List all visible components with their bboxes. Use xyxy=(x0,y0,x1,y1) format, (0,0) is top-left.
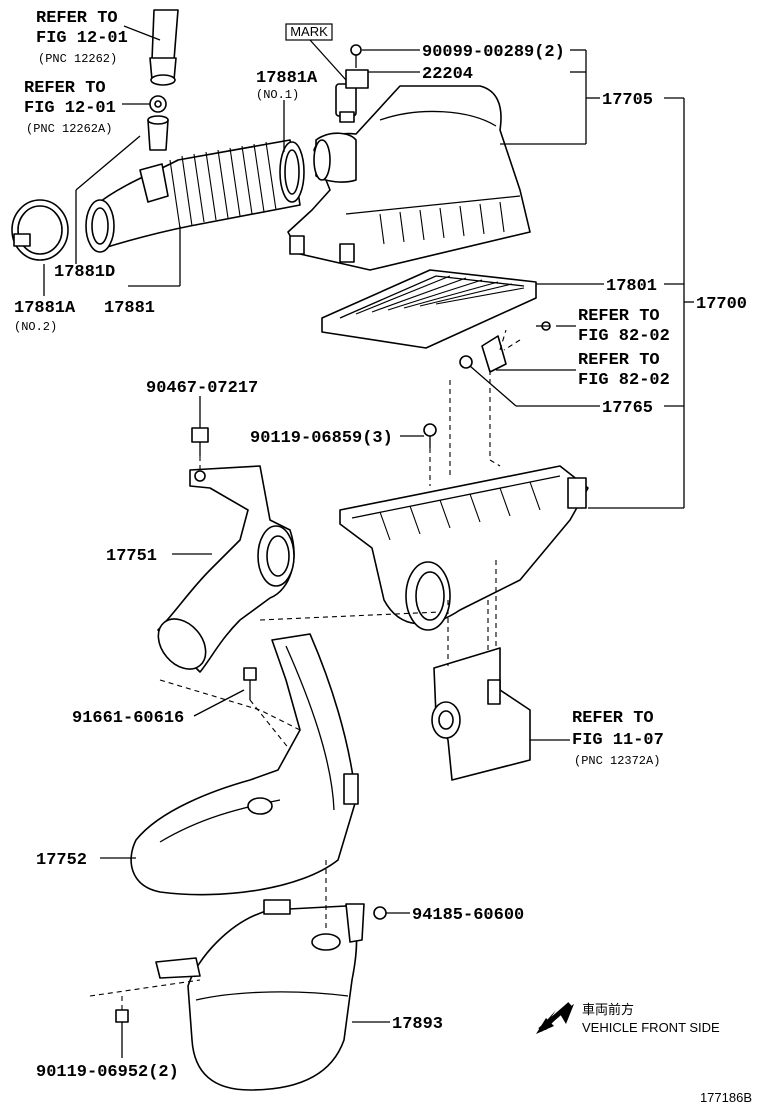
air-cleaner-hose xyxy=(85,139,301,253)
ref-label-2a: REFER TO xyxy=(24,79,106,98)
part-17881a-no2: 17881A xyxy=(14,299,76,318)
ref-label-2b: FIG 12-01 xyxy=(24,99,116,118)
screw-90099 xyxy=(350,44,362,68)
part-90467: 90467-07217 xyxy=(146,379,258,398)
ref-label-4b: FIG 82-02 xyxy=(578,371,670,390)
filter-element xyxy=(321,269,537,349)
vehicle-front-legend: 車両前方 VEHICLE FRONT SIDE xyxy=(536,1002,720,1035)
ref-label-3a: REFER TO xyxy=(578,307,660,326)
bracket-clip xyxy=(459,321,551,373)
mark-tag: MARK xyxy=(285,23,347,81)
part-90119-06952: 90119-06952(2) xyxy=(36,1063,179,1082)
ref-label-1b: FIG 12-01 xyxy=(36,29,128,48)
ref-label-5a: REFER TO xyxy=(572,709,654,728)
bolt-90119-06952 xyxy=(115,1009,129,1034)
part-17752: 17752 xyxy=(36,851,87,870)
part-17751: 17751 xyxy=(106,547,157,566)
vehicle-front-en: VEHICLE FRONT SIDE xyxy=(582,1020,720,1035)
small-clip xyxy=(149,95,167,113)
mount-bracket xyxy=(431,647,531,781)
figure-id: 177186B xyxy=(700,1090,752,1105)
hose-clamp-no1 xyxy=(279,141,305,203)
part-90119-06859: 90119-06859(3) xyxy=(250,429,393,448)
part-17881a-no2-note: (NO.2) xyxy=(14,320,57,334)
part-17881a-no1: 17881A xyxy=(256,69,318,88)
part-17881d: 17881D xyxy=(54,263,115,282)
part-94185: 94185-60600 xyxy=(412,906,524,925)
leader-lines xyxy=(43,25,694,1058)
bolt-90467 xyxy=(191,427,209,456)
part-17893: 17893 xyxy=(392,1015,443,1034)
small-nipple xyxy=(147,115,169,151)
bolt-91661 xyxy=(243,667,257,700)
part-17765: 17765 xyxy=(602,399,653,418)
inlet-duct-17752 xyxy=(130,633,359,896)
inlet-17751 xyxy=(157,465,295,673)
part-17700: 17700 xyxy=(696,295,747,314)
part-17801: 17801 xyxy=(606,277,657,296)
bolt-90119-06859 xyxy=(423,423,437,448)
front-arrow-head xyxy=(536,1018,554,1034)
air-flow-meter xyxy=(335,69,369,123)
ref-label-5c: (PNC 12372A) xyxy=(574,754,660,768)
part-17881a-no1-note: (NO.1) xyxy=(256,88,299,102)
ref-label-3b: FIG 82-02 xyxy=(578,327,670,346)
part-17705: 17705 xyxy=(602,91,653,110)
air-cleaner-case xyxy=(339,465,589,631)
air-cleaner-cap xyxy=(287,85,531,271)
hose-clamp-no2 xyxy=(11,199,69,261)
ref-label-4a: REFER TO xyxy=(578,351,660,370)
ref-label-1a: REFER TO xyxy=(36,9,118,28)
part-90099: 90099-00289(2) xyxy=(422,43,565,62)
vehicle-front-jp: 車両前方 xyxy=(582,1002,634,1017)
breather-hose-top xyxy=(149,9,179,86)
ref-label-2c: (PNC 12262A) xyxy=(26,122,112,136)
part-17881: 17881 xyxy=(104,299,155,318)
labels: REFER TO FIG 12-01 (PNC 12262) REFER TO … xyxy=(14,9,747,1082)
ref-label-1c: (PNC 12262) xyxy=(38,52,117,66)
nut-94185 xyxy=(373,906,387,920)
part-22204: 22204 xyxy=(422,65,473,84)
mark-label: MARK xyxy=(290,24,328,39)
ref-label-5b: FIG 11-07 xyxy=(572,731,664,750)
assembly-lines xyxy=(89,329,521,1010)
part-91661: 91661-60616 xyxy=(72,709,184,728)
resonator-17893 xyxy=(155,899,365,1091)
